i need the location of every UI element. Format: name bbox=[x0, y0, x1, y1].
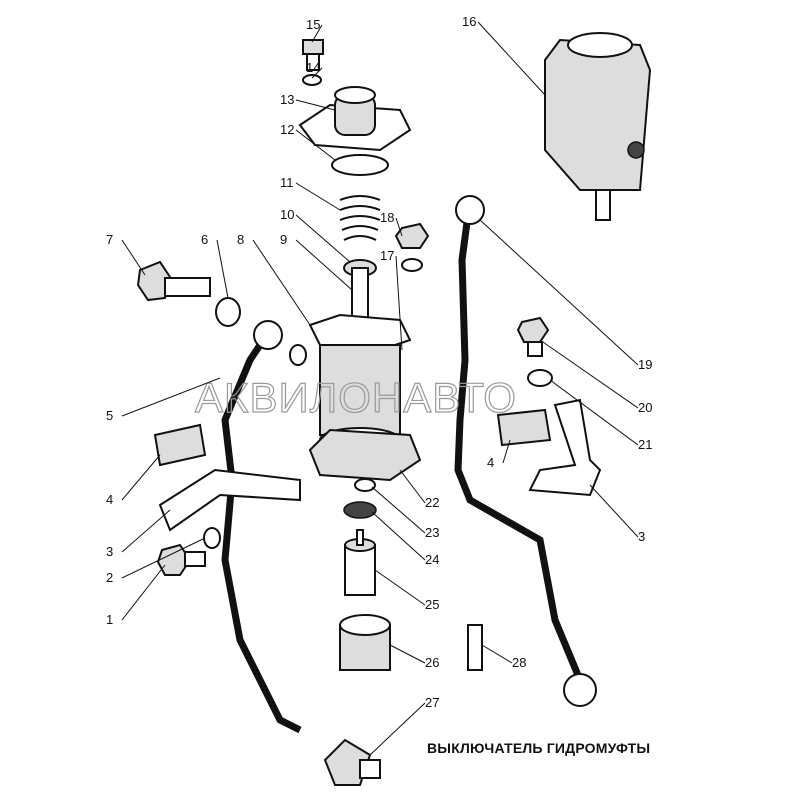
part-tube-right bbox=[454, 214, 584, 682]
part-plate-4-right bbox=[496, 408, 552, 447]
leader-line bbox=[371, 511, 426, 561]
leader-line bbox=[121, 239, 146, 276]
part-washer-21 bbox=[527, 369, 553, 387]
leader-line bbox=[502, 439, 511, 464]
callout-7: 7 bbox=[106, 232, 113, 247]
leader-line bbox=[477, 21, 546, 96]
callout-20: 20 bbox=[638, 400, 652, 415]
part-stud-28 bbox=[467, 624, 483, 671]
part-plunger-9 bbox=[343, 259, 377, 329]
callout-4: 4 bbox=[106, 492, 113, 507]
leader-line bbox=[395, 217, 403, 237]
leader-line bbox=[395, 255, 403, 351]
part-washer-23 bbox=[354, 478, 376, 492]
part-banjo-left bbox=[253, 320, 283, 350]
leader-line bbox=[389, 644, 426, 664]
part-spring-11 bbox=[339, 195, 381, 241]
callout-24: 24 bbox=[425, 552, 439, 567]
leader-line bbox=[479, 219, 639, 366]
callout-16: 16 bbox=[462, 14, 476, 29]
leader-line bbox=[374, 569, 426, 606]
part-banjo-right-top bbox=[455, 195, 485, 225]
callout-28: 28 bbox=[512, 655, 526, 670]
leader-line bbox=[371, 486, 426, 534]
callout-12: 12 bbox=[280, 122, 294, 137]
callout-14: 14 bbox=[306, 60, 320, 75]
callout-27: 27 bbox=[425, 695, 439, 710]
part-switch-16 bbox=[544, 32, 652, 221]
part-bolt-7 bbox=[136, 260, 211, 302]
part-nut-26 bbox=[339, 614, 391, 671]
leader-line bbox=[539, 339, 639, 409]
leader-line bbox=[311, 67, 323, 79]
leader-line bbox=[121, 537, 206, 579]
callout-25: 25 bbox=[425, 597, 439, 612]
part-washer-24 bbox=[343, 501, 377, 519]
callout-22: 22 bbox=[425, 495, 439, 510]
part-washer-6 bbox=[215, 297, 241, 327]
part-bracket-3 bbox=[158, 468, 301, 532]
part-cover-13 bbox=[298, 86, 412, 152]
callout-10: 10 bbox=[280, 207, 294, 222]
leader-line bbox=[311, 24, 323, 43]
leader-line bbox=[481, 644, 513, 664]
part-gasket-12 bbox=[331, 154, 389, 176]
callout-19: 19 bbox=[638, 357, 652, 372]
part-bolt-20 bbox=[516, 316, 550, 357]
callout-26: 26 bbox=[425, 655, 439, 670]
callout-8: 8 bbox=[237, 232, 244, 247]
callout-2: 2 bbox=[106, 570, 113, 585]
callout-15: 15 bbox=[306, 17, 320, 32]
part-gasket-22 bbox=[308, 428, 422, 482]
part-bolt-15 bbox=[302, 39, 324, 71]
callout-21: 21 bbox=[638, 437, 652, 452]
callout-23: 23 bbox=[425, 525, 439, 540]
leader-line bbox=[295, 239, 353, 291]
part-fitting-27 bbox=[323, 738, 381, 786]
callout-3: 3 bbox=[638, 529, 645, 544]
callout-4: 4 bbox=[487, 455, 494, 470]
watermark: АКВИЛОНАВТО bbox=[195, 374, 517, 421]
leader-line bbox=[252, 239, 311, 326]
part-washer-2 bbox=[203, 527, 221, 549]
leader-line bbox=[295, 182, 341, 211]
part-washer-14 bbox=[302, 74, 322, 86]
leader-line bbox=[589, 484, 639, 538]
callout-11: 11 bbox=[280, 175, 294, 190]
leader-line bbox=[295, 214, 351, 263]
callout-9: 9 bbox=[280, 232, 287, 247]
callout-13: 13 bbox=[280, 92, 294, 107]
part-valve-25 bbox=[344, 529, 376, 596]
part-bolt-1 bbox=[156, 543, 206, 576]
part-nut-18 bbox=[394, 222, 430, 249]
leader-line bbox=[121, 509, 171, 553]
leader-line bbox=[295, 129, 336, 161]
part-tube-left bbox=[221, 328, 302, 734]
leader-line bbox=[369, 702, 426, 756]
part-bracket-3-right bbox=[528, 398, 602, 497]
leader-line bbox=[121, 377, 221, 417]
callout-18: 18 bbox=[380, 210, 394, 225]
leader-line bbox=[549, 379, 639, 446]
callout-5: 5 bbox=[106, 408, 113, 423]
callout-1: 1 bbox=[106, 612, 113, 627]
leader-line bbox=[216, 239, 229, 299]
callout-3: 3 bbox=[106, 544, 113, 559]
leader-line bbox=[399, 469, 426, 504]
leader-line bbox=[121, 564, 166, 621]
part-washer-17 bbox=[401, 258, 423, 272]
diagram-caption: ВЫКЛЮЧАТЕЛЬ ГИДРОМУФТЫ bbox=[427, 740, 651, 756]
leader-line bbox=[121, 454, 161, 501]
part-plate-4 bbox=[153, 423, 207, 467]
part-banjo-right-bottom bbox=[563, 673, 597, 707]
leader-line bbox=[295, 99, 336, 111]
callout-6: 6 bbox=[201, 232, 208, 247]
part-washer-6b bbox=[289, 344, 307, 366]
callout-17: 17 bbox=[380, 248, 394, 263]
